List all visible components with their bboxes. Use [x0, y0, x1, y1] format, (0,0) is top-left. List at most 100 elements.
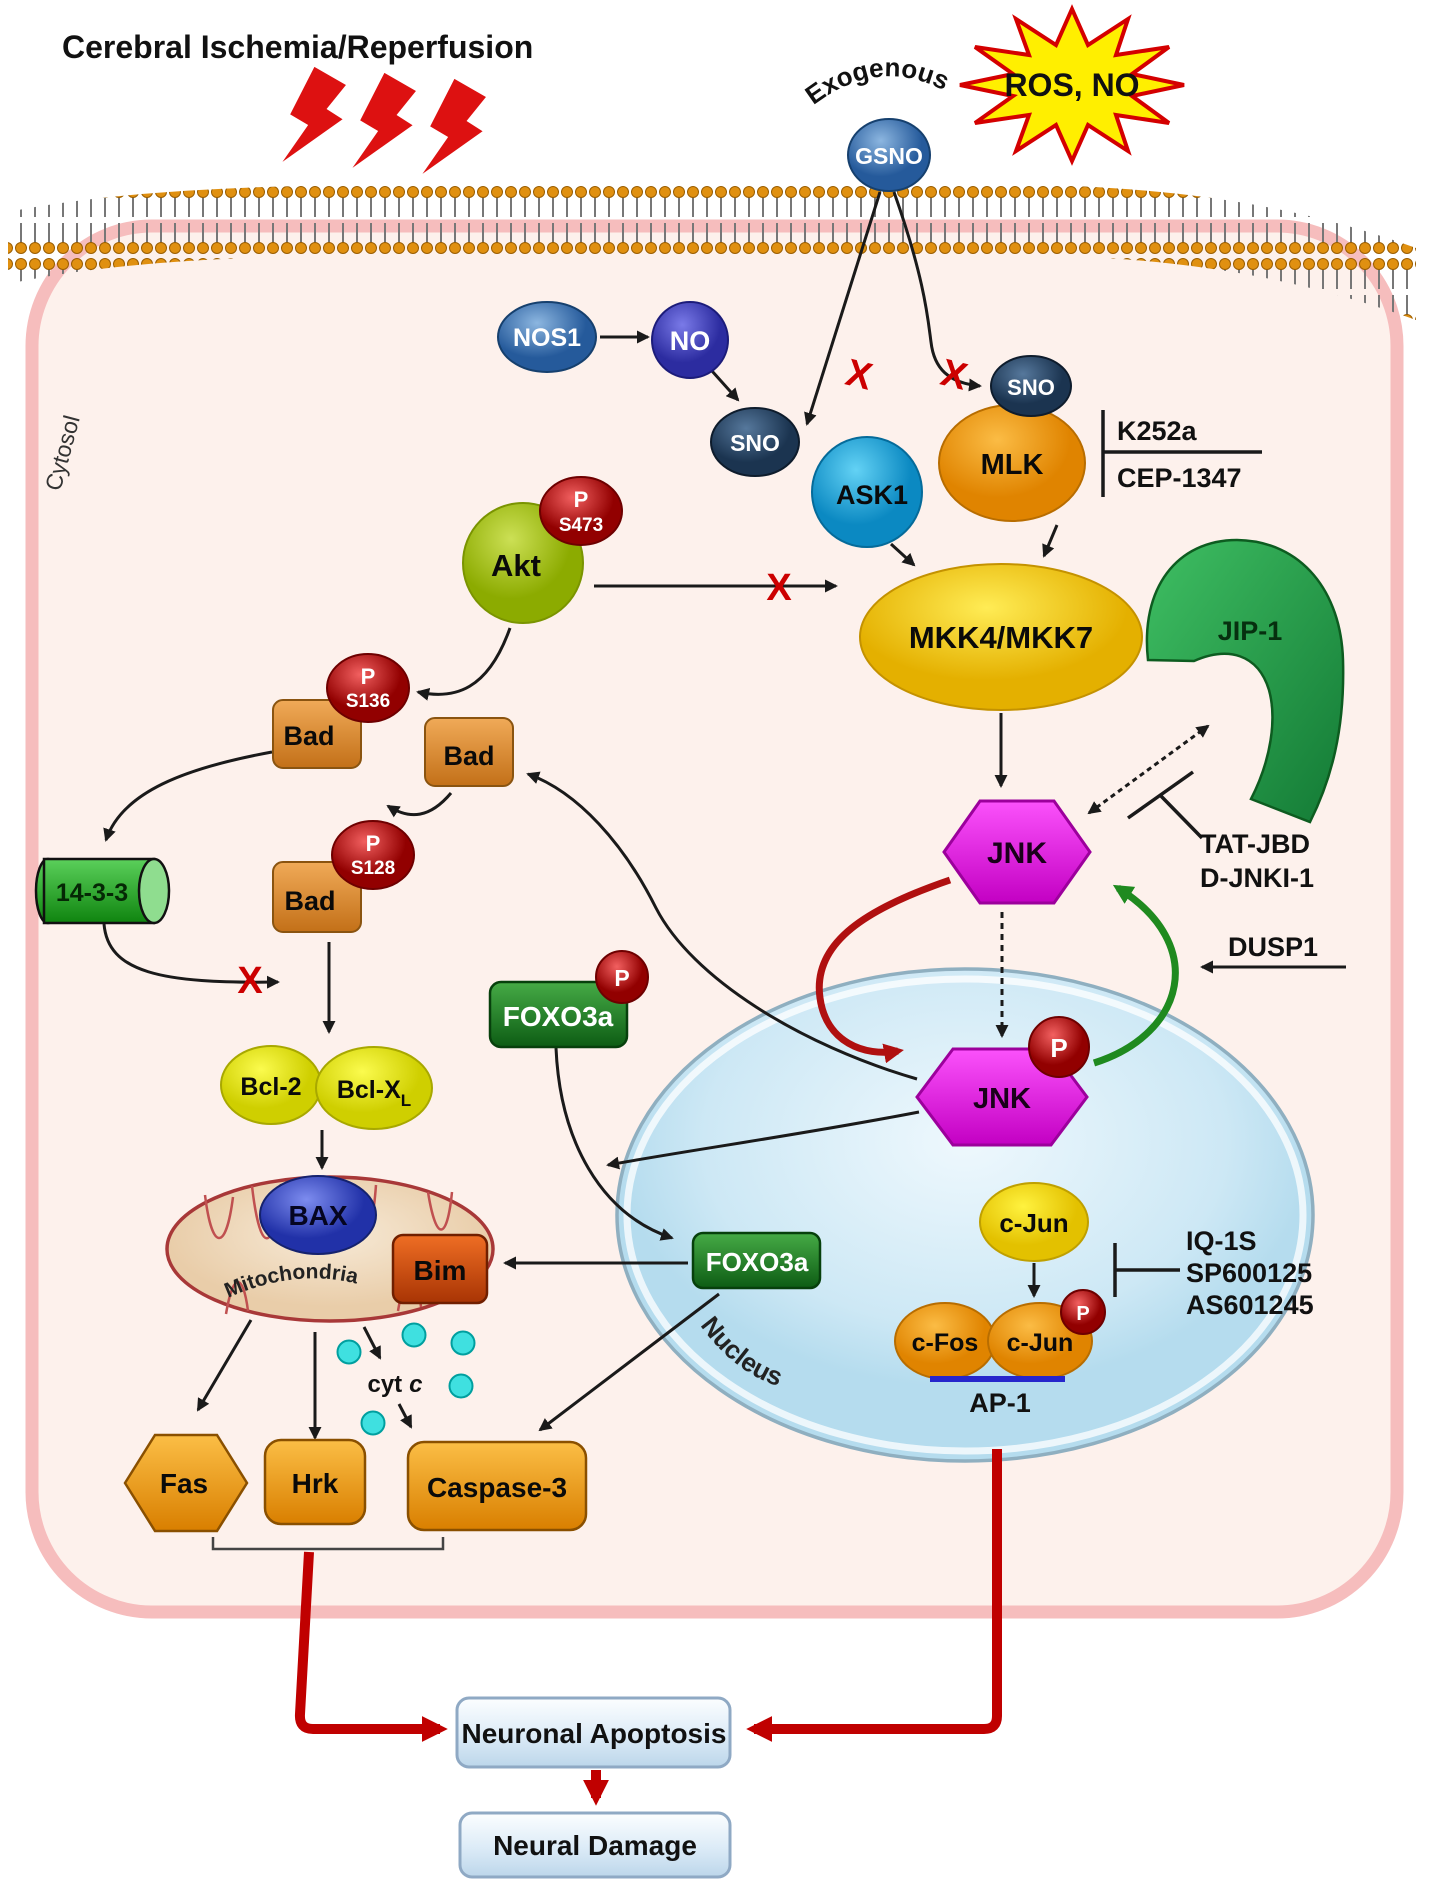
hrk-node [263, 1438, 367, 1526]
lightning-bolt-icon [352, 72, 416, 168]
lightning-bolt-icon [422, 78, 486, 174]
cytc-dot [401, 1322, 427, 1348]
neuronal-apoptosis-box [455, 1696, 732, 1769]
arrow-gsno-mlk [892, 191, 982, 392]
arrow-jnk-activation-red [815, 876, 952, 1064]
bclxl-label: Bcl-XL [337, 1076, 411, 1110]
bad-right-node [424, 717, 514, 787]
jnk-nuc-label: JNK [973, 1083, 1031, 1115]
gsno-label: GSNO [855, 143, 923, 169]
arrow-gsno-ask1 [804, 191, 882, 426]
foxo-p-label: P [614, 965, 629, 991]
p-s128-label: P [366, 831, 381, 856]
arrow-mlk-mkk [1042, 524, 1059, 558]
cep1347-label: CEP-1347 [1117, 463, 1242, 493]
cfos-label: c-Fos [912, 1329, 979, 1357]
cytc-dot [360, 1410, 386, 1436]
arrow-mito-fas [196, 1319, 253, 1412]
sno-mlk-label: SNO [1007, 375, 1055, 400]
bad-left-node [272, 699, 362, 769]
bax-node [259, 1175, 377, 1255]
cjun2-p-label: P [1076, 1303, 1089, 1325]
foxo-cyto-label: FOXO3a [503, 1001, 614, 1032]
bclx-text: Bcl-X [337, 1076, 401, 1104]
mkk-label: MKK4/MKK7 [909, 620, 1093, 655]
neural-damage-box [458, 1811, 732, 1879]
cjun-node [979, 1182, 1089, 1262]
arrow-jnknuc-cytosol [606, 1110, 920, 1170]
mlk-label: MLK [981, 449, 1044, 481]
block-x-1433: X [237, 960, 263, 1002]
arrow-1433-blocked [102, 923, 280, 989]
s128-label: S128 [351, 858, 395, 879]
ros-starburst [959, 4, 1185, 166]
arrow-ask1-mkk [889, 542, 916, 567]
bad-s128-badge [331, 820, 415, 890]
diagram-title: Cerebral Ischemia/Reperfusion [62, 29, 533, 65]
nos1-node [497, 301, 597, 373]
block-x-akt-mkk: X [766, 567, 792, 609]
arrow-mito-cytc [362, 1326, 382, 1360]
akt-label: Akt [491, 548, 541, 583]
cyt-text: cyt [367, 1371, 402, 1398]
nos1-label: NOS1 [513, 324, 581, 352]
fas-label: Fas [160, 1468, 208, 1499]
cytc-dot [450, 1330, 476, 1356]
ap1-dna-line [930, 1376, 1065, 1382]
jnk-cyto-node [942, 799, 1092, 905]
bad-s136-badge [326, 653, 410, 723]
bad-left-label: Bad [283, 721, 334, 751]
arrow-cytc-caspase3 [397, 1403, 413, 1429]
dusp1-label: DUSP1 [1228, 932, 1318, 962]
sno-ask1-node [710, 407, 800, 477]
akt-phospho-badge [539, 476, 623, 546]
arrow-akt-bad-s136 [416, 627, 512, 701]
bax-label: BAX [288, 1200, 347, 1231]
ros-no-label: ROS, NO [1004, 67, 1139, 103]
foxo-nuc-label: FOXO3a [706, 1247, 809, 1277]
foxo-nuc-node [691, 1231, 822, 1290]
ask1-label: ASK1 [836, 480, 908, 510]
bim-node [391, 1233, 489, 1305]
arrow-bad-bad-s128 [386, 792, 453, 818]
hrk-label: Hrk [292, 1468, 339, 1499]
bad-s128-node [272, 861, 362, 933]
foxo-cyto-node [488, 980, 629, 1049]
foxo-phospho-badge [595, 950, 649, 1004]
jnk-nuc-p-label: P [1050, 1033, 1067, 1063]
cytc-italic: c [409, 1371, 422, 1398]
cjun2-label: c-Jun [1007, 1329, 1074, 1357]
bclxl-node [315, 1046, 433, 1130]
arrow-foxonuc-caspase3 [538, 1292, 720, 1432]
mkk-node [859, 563, 1143, 711]
cjun-label: c-Jun [999, 1208, 1068, 1238]
neuronal-apoptosis-label: Neuronal Apoptosis [462, 1718, 727, 1749]
sno-ask1-label: SNO [730, 430, 780, 456]
akt-site-label: S473 [559, 515, 603, 536]
caspase3-node [406, 1440, 588, 1532]
s136-label: S136 [346, 691, 390, 712]
djnki1-label: D-JNKI-1 [1200, 863, 1314, 893]
bracket-death-effectors [211, 1537, 445, 1551]
bcl2-label: Bcl-2 [240, 1073, 301, 1101]
sp600125-label: SP600125 [1186, 1258, 1312, 1288]
cytc-dot [336, 1339, 362, 1365]
akt-p-label: P [574, 487, 589, 512]
jip1-shape [1145, 538, 1345, 824]
sno-mlk-node [990, 355, 1072, 417]
arrow-jnk-dephosphorylation-green [1092, 884, 1179, 1067]
p1433-label: 14-3-3 [56, 879, 128, 907]
p1433-cylinder [34, 857, 171, 925]
p-s136-label: P [361, 664, 376, 689]
iq1s-label: IQ-1S [1186, 1226, 1257, 1256]
bad-right-label: Bad [443, 741, 494, 771]
no-node [651, 301, 729, 379]
gsno-node [847, 118, 931, 192]
as601245-label: AS601245 [1186, 1290, 1314, 1320]
lightning-bolt-icon [282, 66, 346, 162]
caspase3-label: Caspase-3 [427, 1472, 567, 1503]
plasma-membrane [8, 184, 1416, 320]
